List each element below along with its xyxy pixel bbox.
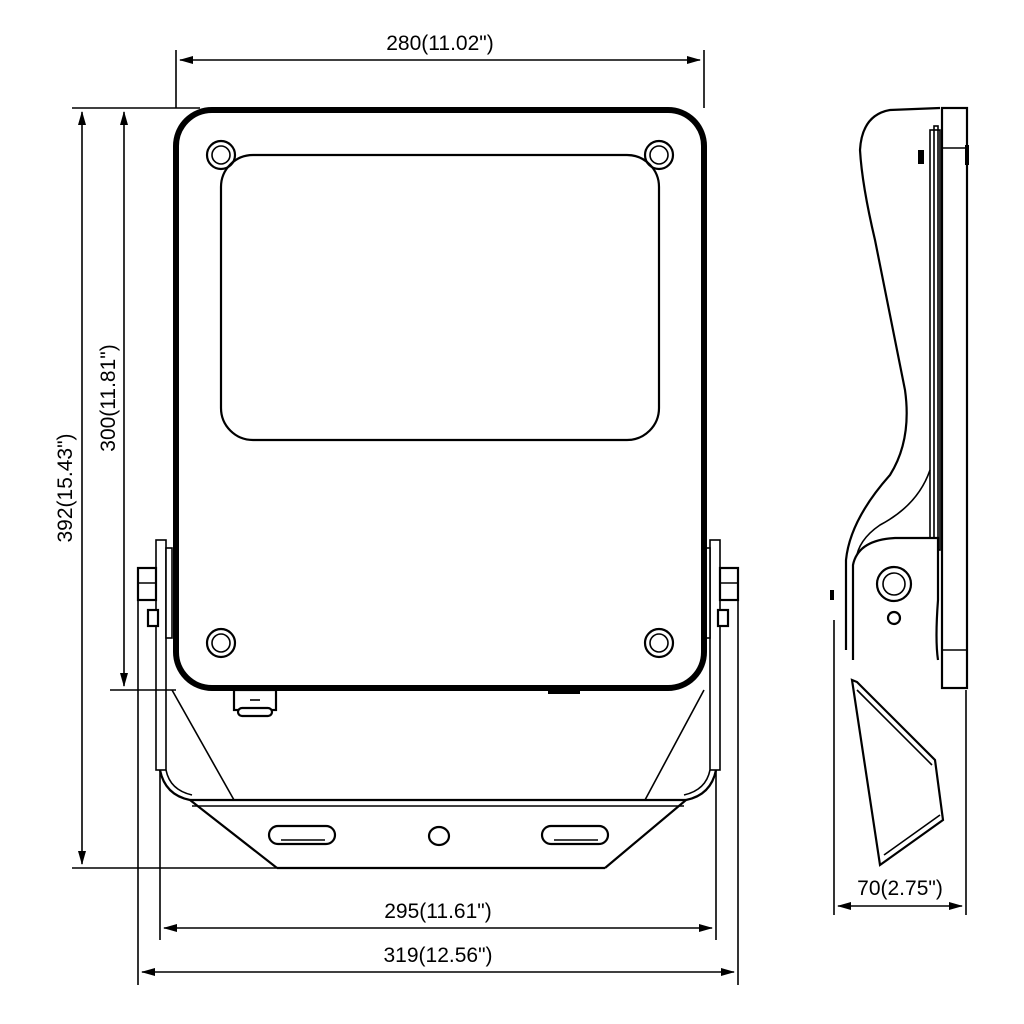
side-view bbox=[830, 106, 969, 867]
dim-height-housing: 300(11.81") bbox=[97, 344, 120, 451]
dimension-lines bbox=[72, 50, 967, 985]
center-hole bbox=[427, 825, 451, 847]
dim-width-bracket-outer: 319(12.56") bbox=[383, 944, 492, 967]
front-view bbox=[136, 107, 740, 870]
bolt-right bbox=[718, 566, 740, 602]
dimension-labels: 280(11.02") 392(15.43") 300(11.81") 295(… bbox=[54, 32, 943, 967]
mounting-bracket bbox=[136, 539, 740, 870]
dim-width-bracket-inner: 295(11.61") bbox=[384, 900, 491, 923]
dim-height-total: 392(15.43") bbox=[54, 433, 77, 542]
dim-depth: 70(2.75") bbox=[857, 877, 943, 900]
mounting-slot-left bbox=[267, 824, 337, 846]
mounting-slot-right bbox=[540, 824, 610, 846]
vent-valve bbox=[548, 686, 580, 694]
screw-icon bbox=[205, 139, 675, 659]
lens-window bbox=[219, 153, 661, 442]
dim-width-housing: 280(11.02") bbox=[386, 32, 493, 55]
bolt-left bbox=[136, 566, 158, 602]
housing bbox=[173, 107, 707, 691]
